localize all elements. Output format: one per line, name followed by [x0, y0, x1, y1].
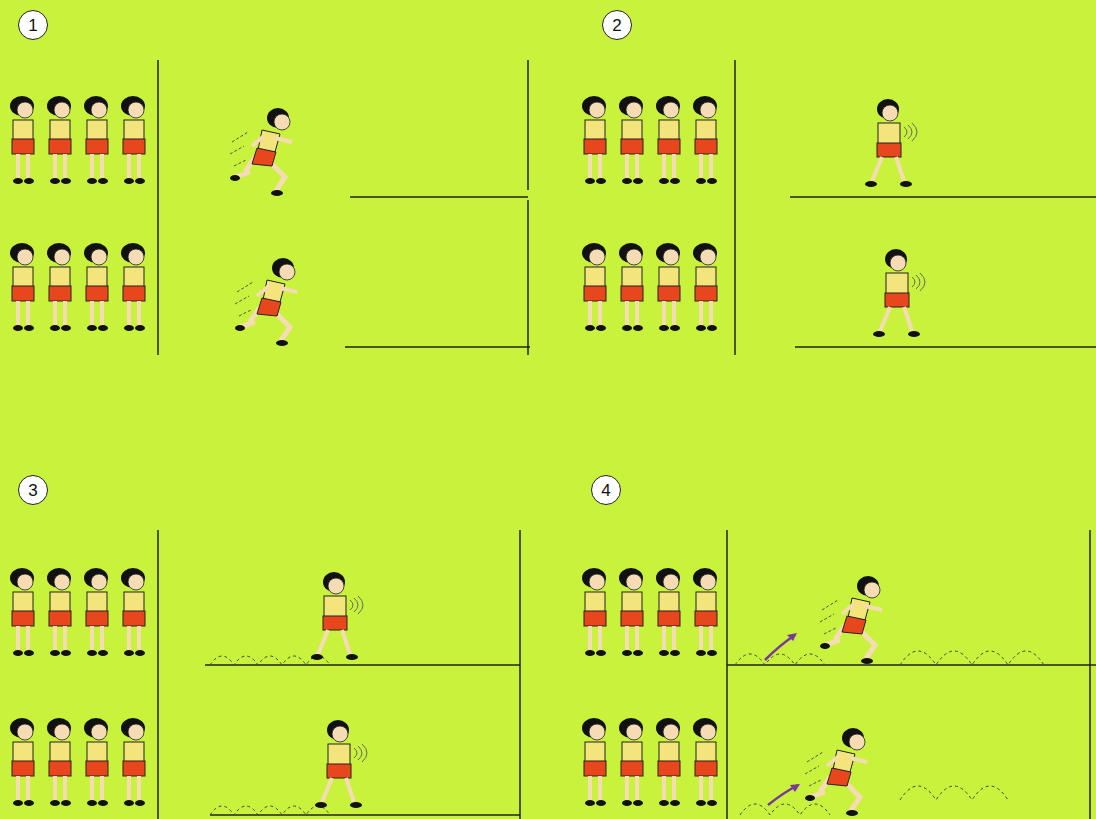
callout-circle: 4 [591, 475, 621, 505]
callout-number: 1 [28, 17, 37, 34]
callout-circle: 2 [602, 10, 632, 40]
callout-number: 3 [28, 482, 37, 499]
callout-circle: 1 [18, 10, 48, 40]
callout-number: 4 [601, 482, 610, 499]
callout-circle: 3 [18, 475, 48, 505]
callout-number: 2 [612, 17, 621, 34]
